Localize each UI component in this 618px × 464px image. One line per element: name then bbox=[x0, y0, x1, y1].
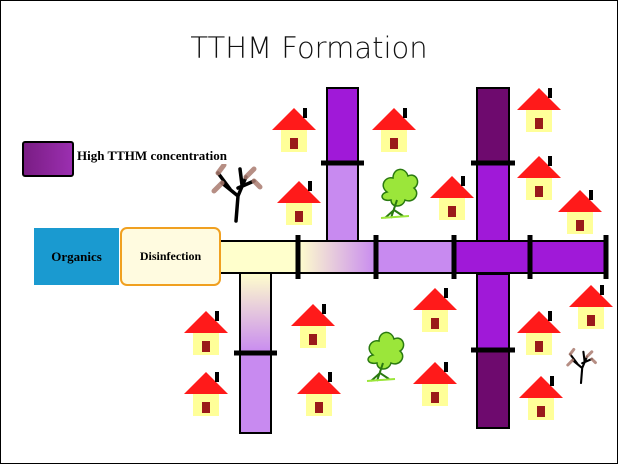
pipe-vertical-right-bottom bbox=[476, 349, 510, 429]
house-icon bbox=[517, 156, 561, 200]
house-icon bbox=[413, 362, 457, 406]
house-icon bbox=[297, 372, 341, 416]
house-icon bbox=[372, 108, 416, 152]
legend-label: High TTHM concentration bbox=[76, 148, 228, 164]
house-icon bbox=[413, 288, 457, 332]
pipe-vertical-lower-bottom bbox=[239, 352, 272, 434]
pipe-main-segment-4 bbox=[453, 240, 531, 274]
organics-box: Organics bbox=[34, 228, 119, 285]
house-icon bbox=[291, 304, 335, 348]
house-icon bbox=[184, 311, 228, 355]
green-tree-icon bbox=[380, 168, 419, 219]
pipe-vertical-upper-mid bbox=[326, 162, 359, 242]
pipe-vertical-right-upper bbox=[476, 87, 510, 164]
pipe-main-segment-3 bbox=[375, 240, 455, 274]
house-icon bbox=[517, 88, 561, 132]
pipe-main-segment-5 bbox=[529, 240, 607, 274]
legend-swatch bbox=[22, 141, 74, 177]
house-icon bbox=[184, 372, 228, 416]
slide-title: TTHM Formation bbox=[190, 31, 428, 65]
house-icon bbox=[569, 285, 613, 329]
house-icon bbox=[517, 311, 561, 355]
pipe-vertical-right-lower bbox=[476, 273, 510, 351]
house-icon bbox=[519, 376, 563, 420]
house-icon bbox=[277, 181, 321, 225]
bare-tree-icon bbox=[566, 347, 597, 385]
disinfection-box: Disinfection bbox=[120, 227, 221, 286]
house-icon bbox=[430, 176, 474, 220]
pipe-vertical-upper-high bbox=[326, 87, 359, 164]
pipe-main-segment-1 bbox=[218, 240, 299, 274]
pipe-vertical-right-mid bbox=[476, 162, 510, 242]
house-icon bbox=[272, 108, 316, 152]
pipe-main-segment-2 bbox=[297, 240, 377, 274]
house-icon bbox=[558, 190, 602, 234]
green-tree-icon bbox=[366, 331, 405, 382]
pipe-vertical-lower-upper bbox=[239, 272, 272, 354]
bare-tree-icon bbox=[214, 165, 260, 221]
